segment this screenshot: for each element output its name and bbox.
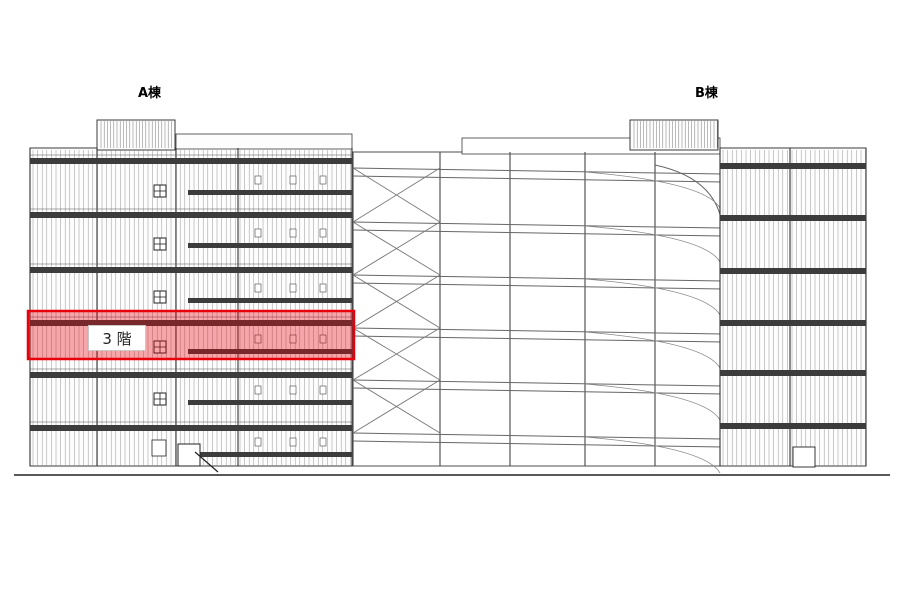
parking-deck bbox=[352, 221, 724, 229]
building-b-penthouse bbox=[629, 119, 719, 151]
building-b-floor-band bbox=[720, 370, 866, 376]
building-a-balcony-slab bbox=[188, 452, 352, 457]
building-b-entrance bbox=[792, 446, 816, 468]
building-a-floor-band bbox=[30, 267, 352, 273]
building-a-unit bbox=[319, 283, 327, 293]
building-a-unit bbox=[254, 385, 262, 395]
parking-brace bbox=[352, 327, 441, 381]
building-a-unit bbox=[254, 437, 262, 447]
floor-3-highlight-border bbox=[26, 309, 356, 361]
building-a-unit bbox=[254, 334, 262, 344]
building-a-floor-band bbox=[30, 372, 352, 378]
parking-deck bbox=[352, 327, 724, 335]
building-a-unit bbox=[254, 283, 262, 293]
building-a-stair bbox=[194, 451, 219, 473]
parking-deck bbox=[352, 379, 724, 387]
parking-deck bbox=[352, 175, 724, 183]
parking-deck bbox=[352, 432, 724, 440]
building-a-roof-parapet bbox=[175, 133, 353, 150]
building-a-unit bbox=[319, 385, 327, 395]
parking-outline bbox=[352, 151, 724, 467]
parking-deck bbox=[352, 274, 724, 282]
building-a-unit bbox=[319, 437, 327, 447]
building-a-unit bbox=[289, 334, 297, 344]
building-a-balcony-slab bbox=[188, 190, 352, 195]
building-a-label: A棟 bbox=[138, 86, 162, 101]
floor-3-highlight-fill bbox=[28, 311, 354, 359]
building-a-outline bbox=[29, 147, 353, 467]
parking-deck bbox=[352, 167, 724, 175]
parking-brace bbox=[352, 274, 441, 329]
building-a-unit bbox=[254, 175, 262, 185]
building-a-unit bbox=[319, 334, 327, 344]
parking-brace bbox=[352, 167, 441, 223]
parking-ramp-curve bbox=[584, 331, 721, 369]
building-b-outline bbox=[719, 147, 867, 467]
parking-ramp-curve bbox=[584, 225, 721, 263]
building-b-floor-band bbox=[720, 215, 866, 221]
floor-3-label: 3 階 bbox=[88, 325, 146, 351]
building-b-floor-band bbox=[720, 320, 866, 326]
parking-deck bbox=[352, 440, 724, 448]
parking-deck bbox=[352, 335, 724, 343]
building-a-balcony-slab bbox=[188, 400, 352, 405]
building-a-unit bbox=[289, 228, 297, 238]
parking-deck bbox=[352, 229, 724, 237]
building-a-unit bbox=[254, 228, 262, 238]
building-a-unit bbox=[289, 437, 297, 447]
building-a-floor-band bbox=[30, 212, 352, 218]
building-b-floor-band bbox=[720, 163, 866, 169]
parking-deck bbox=[352, 282, 724, 290]
building-a-entrance bbox=[177, 443, 201, 467]
parking-ramp-curve bbox=[584, 436, 721, 474]
building-a-floor-band bbox=[30, 158, 352, 164]
building-a-door bbox=[151, 439, 167, 457]
building-a-balcony-slab bbox=[188, 243, 352, 248]
parking-brace bbox=[352, 379, 441, 434]
building-b-floor-band bbox=[720, 268, 866, 274]
building-a-balcony-slab bbox=[188, 298, 352, 303]
parking-deck bbox=[352, 387, 724, 395]
building-b-floor-band bbox=[720, 423, 866, 429]
building-a-unit bbox=[289, 175, 297, 185]
parking-ramp-curve bbox=[584, 383, 721, 421]
parking-brace bbox=[352, 221, 441, 276]
building-a-floor-band bbox=[30, 425, 352, 431]
parking-ramp-curve bbox=[584, 171, 721, 209]
building-a-floor-band bbox=[30, 320, 352, 326]
parking-ramp-curve bbox=[584, 278, 721, 316]
building-a-unit bbox=[289, 283, 297, 293]
building-a-unit bbox=[319, 228, 327, 238]
building-a-unit bbox=[319, 175, 327, 185]
building-b-label: B棟 bbox=[695, 86, 718, 101]
building-a-balcony-slab bbox=[188, 349, 352, 354]
building-a-unit bbox=[289, 385, 297, 395]
